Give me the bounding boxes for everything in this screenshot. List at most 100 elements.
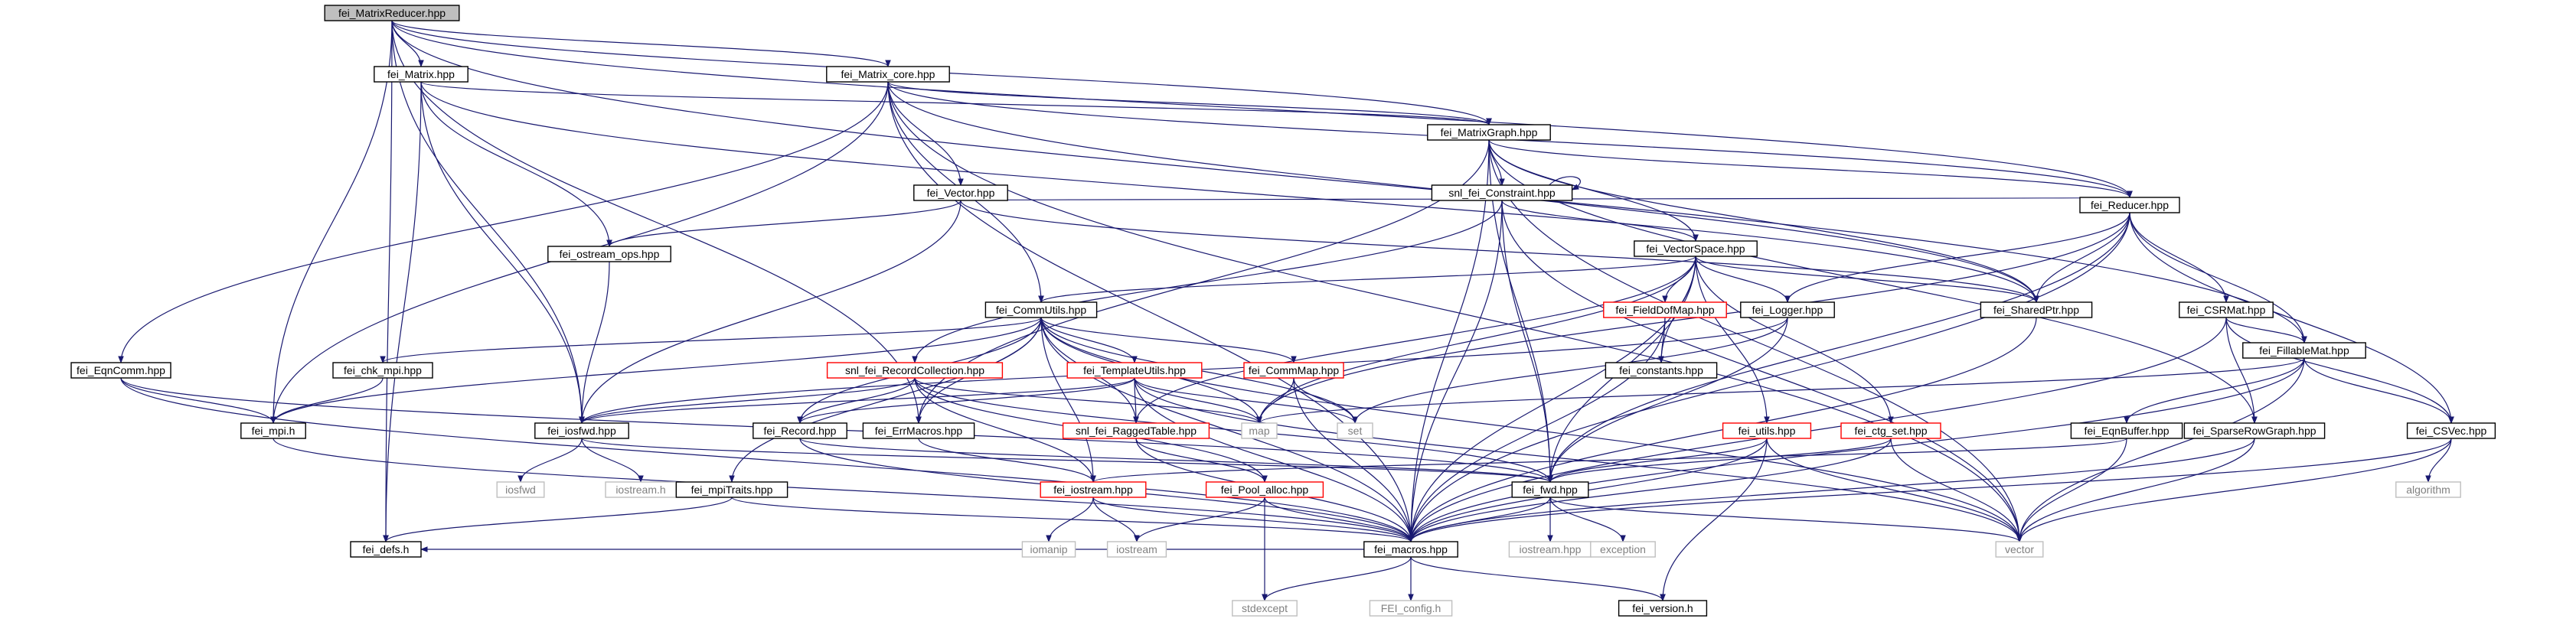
edge-matrixgraph-to-sharedptr [1488,139,2039,303]
node-snl-constraint[interactable]: snl_fei_Constraint.hpp [1431,184,1573,201]
node-label: fei_ErrMacros.hpp [875,425,963,437]
node-matrix[interactable]: fei_Matrix.hpp [374,66,469,83]
node-iomanip: iomanip [1021,541,1076,558]
node-csvec[interactable]: fei_CSVec.hpp [2406,422,2496,439]
edge-ctg-set-to-macros [1408,438,1892,542]
node-chk-mpi[interactable]: fei_chk_mpi.hpp [332,362,433,379]
node-macros[interactable]: fei_macros.hpp [1363,541,1458,558]
node-commmap[interactable]: fei_CommMap.hpp [1243,362,1344,379]
edge-templateutils-to-map [1134,377,1262,424]
node-vector[interactable]: fei_Vector.hpp [913,184,1008,201]
node-raggedtable[interactable]: snl_fei_RaggedTable.hpp [1062,422,1210,439]
node-box [862,422,975,439]
node-ctg-set[interactable]: fei_ctg_set.hpp [1840,422,1941,439]
node-csrmat[interactable]: fei_CSRMat.hpp [2179,301,2274,318]
node-commutils[interactable]: fei_CommUtils.hpp [984,301,1098,318]
node-label: fei_defs.h [363,543,410,555]
node-label: fei_VectorSpace.hpp [1646,243,1745,255]
node-box [1605,362,1718,379]
node-box [2395,481,2461,498]
node-box [1634,240,1758,257]
node-mpi-h[interactable]: fei_mpi.h [240,422,306,439]
node-label: fei_CommMap.hpp [1249,364,1339,376]
edge-reducer-to-csvec [2129,212,2454,424]
node-box [2079,197,2180,213]
node-defs[interactable]: fei_defs.h [350,541,422,558]
node-label: fei_ctg_set.hpp [1855,425,1928,437]
node-sparserowgraph[interactable]: fei_SparseRowGraph.hpp [2183,422,2326,439]
node-label: vector [2005,543,2034,555]
node-matrixgraph[interactable]: fei_MatrixGraph.hpp [1427,124,1551,141]
node-eqnbuffer[interactable]: fei_EqnBuffer.hpp [2070,422,2183,439]
edge-vectorspace-to-utils [1695,256,1770,424]
node-fwd[interactable]: fei_fwd.hpp [1511,481,1589,498]
node-box [374,66,469,83]
node-label: iostream.hpp [1520,543,1582,555]
edge-utils-to-fwd [1547,438,1768,483]
node-label: fei_utils.hpp [1739,425,1796,437]
edge-matrixgraph-to-macros [1408,139,1490,542]
node-label: iomanip [1030,543,1067,555]
node-errmacros[interactable]: fei_ErrMacros.hpp [862,422,975,439]
node-pool-alloc[interactable]: fei_Pool_alloc.hpp [1205,481,1324,498]
edge-root-to-matrix-core [391,20,891,67]
edge-vector-to-iosfwd-hpp [579,200,962,424]
node-label: fei_SharedPtr.hpp [1993,304,2079,316]
node-box [1205,481,1324,498]
edge-csvec-to-macros [1408,438,2452,542]
edge-vectorspace-to-ctg-set [1695,256,1894,424]
node-label: fei_Matrix_core.hpp [841,68,935,80]
edge-eqncomm-to-macros [120,377,1414,542]
node-stdexcept: stdexcept [1232,600,1298,617]
node-fielddofmap[interactable]: fei_FieldDofMap.hpp [1603,301,1727,318]
edge-commutils-to-mpitraits [729,317,1042,483]
edge-fwd-to-exception [1549,497,1626,542]
edge-iosfwd-hpp-to-iostream-h [581,438,644,483]
node-record[interactable]: fei_Record.hpp [753,422,847,439]
edge-ctg-set-to-fwd [1547,438,1892,483]
edge-commutils-to-chk-mpi [380,317,1042,363]
edge-commutils-to-vector-std [1040,317,2023,542]
node-label: fei_iostream.hpp [1053,484,1133,496]
edge-matrixgraph-to-vector-std [1488,139,2023,542]
node-eqncomm[interactable]: fei_EqnComm.hpp [70,362,171,379]
node-label: iosfwd [505,484,536,496]
node-label: fei_mpi.h [252,425,295,437]
edge-commutils-to-fei-iostream [1040,317,1096,483]
edge-recordcollection-to-map [914,377,1262,424]
edge-vectorspace-to-raggedtable [1133,256,1696,424]
node-logger[interactable]: fei_Logger.hpp [1740,301,1835,318]
node-exception: exception [1590,541,1656,558]
node-label: stdexcept [1242,602,1288,614]
edge-recordcollection-to-fei-iostream [914,377,1096,483]
node-iosfwd-hpp[interactable]: fei_iosfwd.hpp [534,422,629,439]
node-recordcollection[interactable]: snl_fei_RecordCollection.hpp [826,362,1004,379]
edge-csrmat-to-csvec [2225,317,2454,424]
node-fei-iostream[interactable]: fei_iostream.hpp [1040,481,1147,498]
node-iostream-h: iostream.h [605,481,677,498]
edge-fwd-to-vector-std [1549,497,2023,542]
node-box [324,5,460,21]
node-sharedptr[interactable]: fei_SharedPtr.hpp [1980,301,2093,318]
node-utils[interactable]: fei_utils.hpp [1722,422,1812,439]
node-iostream-hpp: iostream.hpp [1508,541,1592,558]
edge-pool-alloc-to-iostream [1134,497,1265,542]
node-constants[interactable]: fei_constants.hpp [1605,362,1718,379]
node-mpitraits[interactable]: fei_mpiTraits.hpp [675,481,788,498]
node-box [753,422,847,439]
node-root[interactable]: fei_MatrixReducer.hpp [324,5,460,21]
edge-root-to-defs [383,20,393,542]
node-version[interactable]: fei_version.h [1618,600,1708,617]
node-vectorspace[interactable]: fei_VectorSpace.hpp [1634,240,1758,257]
node-reducer[interactable]: fei_Reducer.hpp [2079,197,2180,213]
node-fillablemat[interactable]: fei_FillableMat.hpp [2242,342,2366,359]
node-box [547,246,671,262]
edge-templateutils-to-record [797,377,1135,424]
edge-matrix-core-to-vector-std [887,81,2023,542]
node-matrix-core[interactable]: fei_Matrix_core.hpp [826,66,950,83]
node-templateutils[interactable]: fei_TemplateUtils.hpp [1066,362,1203,379]
edge-eqnbuffer-to-fei-iostream [1090,438,2127,483]
node-ostream-ops[interactable]: fei_ostream_ops.hpp [547,246,671,262]
node-label: iostream.h [615,484,665,496]
node-box [1511,481,1589,498]
